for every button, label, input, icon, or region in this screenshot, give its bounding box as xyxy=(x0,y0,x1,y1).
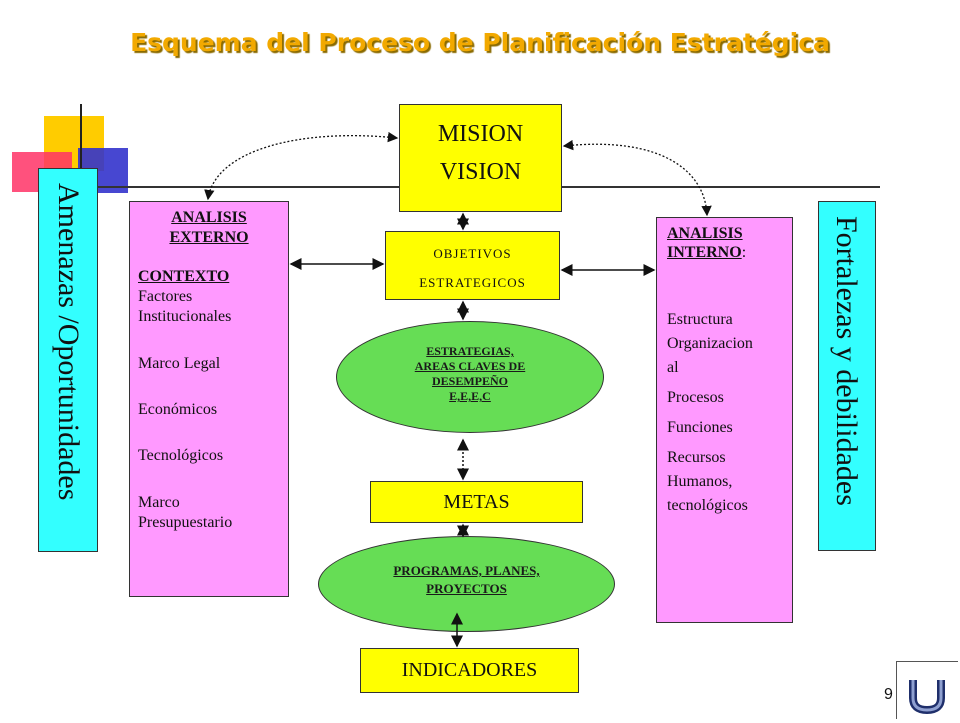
estrategias-line-3: DESEMPEÑO xyxy=(431,374,508,388)
interno-item: Procesos xyxy=(667,389,724,407)
objetivos-line-1: OBJETIVOS xyxy=(433,246,512,261)
return-button[interactable] xyxy=(896,661,958,719)
mision-vision-box: MISION VISION xyxy=(399,104,562,212)
arrow-mision-interno xyxy=(562,139,712,217)
externo-item: Tecnológicos xyxy=(138,447,224,465)
interno-item: al xyxy=(667,359,679,377)
fortalezas-box: Fortalezas y debilidades xyxy=(818,201,876,551)
externo-contexto: CONTEXTO xyxy=(138,267,230,285)
metas-box: METAS xyxy=(370,481,583,523)
externo-item: Económicos xyxy=(138,400,218,418)
programas-oval: PROGRAMAS, PLANES, PROYECTOS xyxy=(318,536,615,632)
estrategias-line-2: AREAS CLAVES DE xyxy=(414,359,526,373)
interno-item: Funciones xyxy=(667,419,733,437)
mision-label: MISION xyxy=(437,121,524,147)
metas-label: METAS xyxy=(443,491,510,513)
externo-item: Institucionales xyxy=(138,308,232,326)
programas-line-1: PROGRAMAS, PLANES, xyxy=(393,563,540,578)
interno-item: Recursos xyxy=(667,449,726,467)
analisis-interno-box: ANALISIS INTERNO: Estructura Organizacio… xyxy=(656,217,793,623)
return-icon xyxy=(909,680,945,715)
vision-label: VISION xyxy=(439,159,522,186)
indicadores-box: INDICADORES xyxy=(360,648,579,693)
externo-item: Factores xyxy=(138,287,193,305)
interno-item: tecnológicos xyxy=(667,497,748,515)
arrow-mision-externo xyxy=(204,131,399,201)
externo-heading-2: EXTERNO xyxy=(169,229,249,247)
amenazas-label: Amenazas /Oportunidades xyxy=(52,183,85,501)
estrategias-oval: ESTRATEGIAS, AREAS CLAVES DE DESEMPEÑO E… xyxy=(336,321,604,433)
externo-item: Marco Legal xyxy=(138,354,221,372)
interno-item: Organizacion xyxy=(667,335,753,353)
amenazas-box: Amenazas /Oportunidades xyxy=(38,168,98,552)
deco-vertical-line xyxy=(80,104,82,194)
programas-line-2: PROYECTOS xyxy=(426,581,507,597)
estrategias-line-1: ESTRATEGIAS, xyxy=(426,344,514,358)
externo-item: Presupuestario xyxy=(138,513,233,531)
analisis-externo-box: ANALISIS EXTERNO CONTEXTO Factores Insti… xyxy=(129,201,289,597)
objetivos-box: OBJETIVOS ESTRATEGICOS xyxy=(385,231,560,300)
externo-item: Marco xyxy=(138,493,180,511)
interno-item: Humanos, xyxy=(667,473,733,491)
indicadores-label: INDICADORES xyxy=(401,659,538,681)
estrategias-line-4: E,E,E,C xyxy=(449,389,491,403)
objetivos-line-2: ESTRATEGICOS xyxy=(419,274,526,290)
interno-heading-1: ANALISIS xyxy=(667,225,743,242)
fortalezas-label: Fortalezas y debilidades xyxy=(830,216,863,506)
externo-heading-1: ANALISIS xyxy=(171,209,247,226)
page-title: Esquema del Proceso de Planificación Est… xyxy=(130,28,830,57)
page-number: 9 xyxy=(884,686,893,703)
interno-colon: : xyxy=(741,244,747,262)
interno-item: Estructura xyxy=(667,311,733,329)
interno-heading-2: INTERNO xyxy=(667,244,742,262)
